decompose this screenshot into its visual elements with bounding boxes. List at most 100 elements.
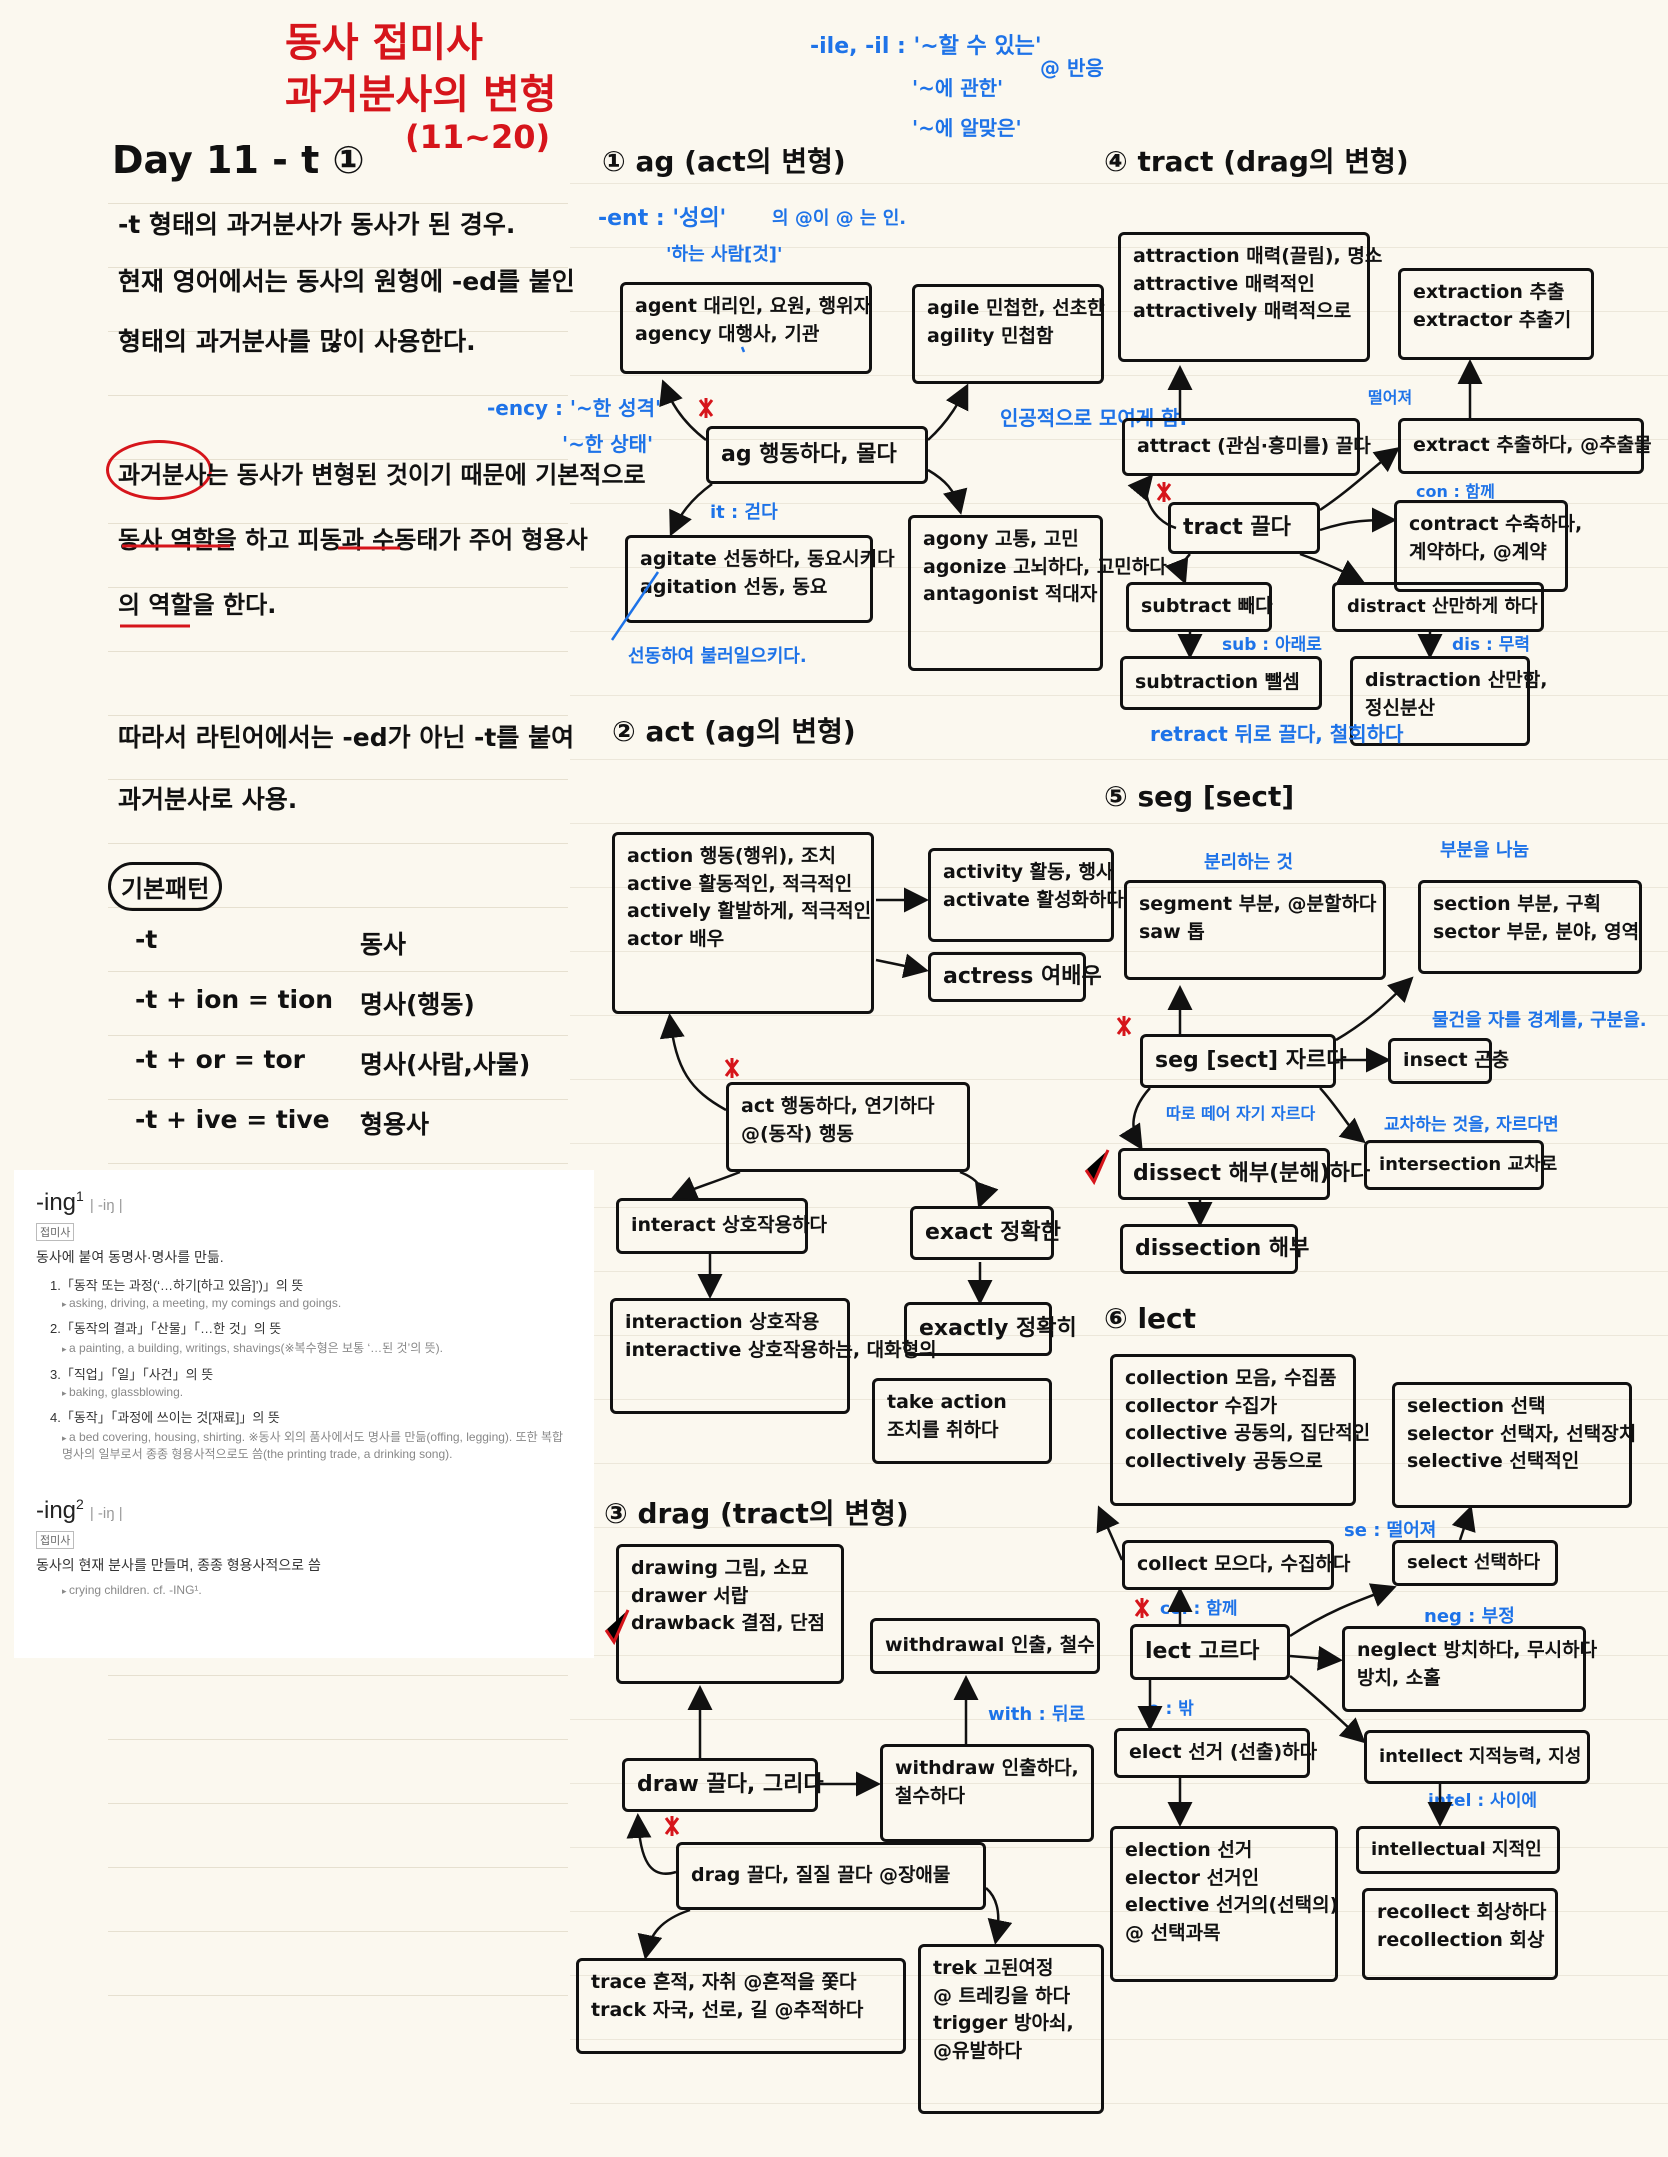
dict-entry2-head: -ing2| -iŋ | [36,1496,123,1524]
note-ency: -ency : '~한 성격' [487,396,662,420]
box-elect: elect 선거 (선출)하다 [1114,1728,1317,1778]
box-intellectual: intellectual 지적인 [1356,1826,1560,1874]
table-suffix-4: -t + ive = tive [135,1105,330,1134]
box-dissect: dissect 해부(분해)하다 [1118,1148,1370,1200]
day-label: Day 11 - t ① [112,138,365,182]
table-meaning-2: 명사(행동) [360,990,475,1019]
title-line1: 동사 접미사 [285,20,483,66]
title-line2: 과거분사의 변형 [285,72,557,118]
box-act-center: act 행동하다, 연기하다@(동작) 행동 [726,1082,970,1172]
note-abstract: 떨어져 [1368,388,1413,407]
box-tract-center: tract 끌다 [1168,502,1320,554]
box-contract: contract 수축하다,계약하다, @계약 [1394,500,1582,592]
intro-line-2: 현재 영어에서는 동사의 원형에 -ed를 붙인 [118,267,575,296]
box-select: select 선택하다 [1392,1540,1558,1586]
box-exactly: exactly 정확히 [904,1302,1077,1356]
note-ency-2: '~한 상태' [562,432,654,456]
para2-line-2: 동사 역할을 하고 피동과 수동태가 주어 형용사 [118,526,588,554]
table-meaning-1: 동사 [360,930,407,959]
section-title-act: ② act (ag의 변형) [612,715,856,748]
dict-example-3: baking, glassblowing. [62,1385,572,1399]
para2-line-1: 과거분사는 동사가 변형된 것이기 때문에 기본적으로 [118,461,646,489]
box-extract: extract 추출하다, @추출물 [1398,418,1652,474]
dict-entry1-tag: 접미사 [36,1223,75,1241]
table-suffix-2: -t + ion = tion [135,985,334,1014]
dict-sense-4: 4.「동작」「과정에 쓰이는 것[재료]」의 뜻 [50,1410,280,1425]
box-distract: distract 산만하게 하다 [1332,582,1544,632]
note-sub: sub : 아래로 [1222,635,1322,655]
section-title-lect: ⑥ lect [1104,1302,1197,1335]
box-subtract: subtract 빼다 [1126,582,1273,632]
note-ile-2: '~에 관한' [912,76,1004,100]
dict-example-2: a painting, a building, writings, shavin… [62,1339,572,1356]
note-retract: retract 뒤로 끌다, 철회하다 [1150,722,1404,746]
intro-line-1: -t 형태의 과거분사가 동사가 된 경우. [118,210,516,239]
note-se: se : 떨어져 [1344,1520,1437,1541]
note-inter: 교차하는 것을, 자르다면 [1384,1115,1559,1135]
box-draw: draw 끌다, 그리다 [622,1758,824,1812]
box-exact: exact 정확한 [910,1206,1061,1260]
note-con: con : 함께 [1416,482,1495,501]
box-actress: actress 여배우 [928,952,1102,1002]
dict-example-4: a bed covering, housing, shirting. ※동사 외… [62,1428,572,1462]
red-circle-mark [106,440,212,500]
table-meaning-3: 명사(사람,사물) [360,1050,531,1079]
dict-sense-1: 1.「동작 또는 과정(‘…하기[하고 있음]’)」의 뜻 [50,1278,304,1293]
dict-entry2-tag: 접미사 [36,1531,75,1549]
box-dissection: dissection 해부 [1120,1224,1309,1274]
dict-sense-3: 3.「직업」「일」「사건」의 뜻 [50,1367,214,1382]
title-range: (11~20) [405,118,551,156]
box-interact: interact 상호작용하다 [616,1198,827,1254]
intro-line-3: 형태의 과거분사를 많이 사용한다. [118,327,476,356]
table-suffix-1: -t [135,925,158,954]
note-intel: intel : 사이에 [1428,1791,1537,1811]
dict-entry2-example: crying children. cf. -ING¹. [62,1583,572,1597]
dict-entry1-head: -ing1| -iŋ | [36,1188,123,1216]
note-dis2: 따로 떼어 자기 자르다 [1166,1104,1316,1123]
box-withdraw: withdraw 인출하다,철수하다 [880,1744,1094,1842]
basic-pattern-label: 기본패턴 [108,862,223,911]
note-ile-3: '~에 알맞은' [912,116,1022,140]
dict-sense-2: 2.「동작의 결과」「산물」「…한 것」의 뜻 [50,1321,282,1336]
table-meaning-4: 형용사 [360,1110,430,1139]
note-seg-blue: 물건을 자를 경계를, 구분을. [1432,1010,1647,1031]
section-title-drag: ③ drag (tract의 변형) [604,1497,909,1530]
para3-line-1: 따라서 라틴어에서는 -ed가 아닌 -t를 붙여 [118,723,575,752]
box-ag-center: ag 행동하다, 몰다 [706,426,928,484]
note-ent: -ent : '성의' [598,206,727,231]
note-col: col : 함께 [1160,1599,1238,1619]
dict-entry1-def: 동사에 붙여 동명사·명사를 만듦. [36,1249,224,1265]
note-dis: dis : 무력 [1452,635,1531,655]
note-ent-2: 의 @이 @ 는 인. [772,208,907,229]
box-drag-center: drag 끌다, 질질 끌다 @장애물 [676,1842,986,1910]
note-agit-bottom: 선동하여 불러일으키다. [628,646,807,667]
note-with: with : 뒤로 [988,1704,1086,1725]
box-intellect: intellect 지적능력, 지성 [1364,1730,1590,1784]
dict-example-1: asking, driving, a meeting, my comings a… [62,1296,572,1310]
box-lect-center: lect 고르다 [1130,1624,1290,1680]
box-intersection: intersection 교차로 [1364,1140,1557,1190]
box-insect: insect 곤충 [1388,1038,1509,1084]
note-ile-4: @ 반응 [1040,56,1104,80]
note-ent-3: '하는 사람[것]' [666,244,783,265]
note-it: it : 걷다 [710,502,778,523]
box-seg-center: seg [sect] 자르다 [1140,1034,1347,1088]
